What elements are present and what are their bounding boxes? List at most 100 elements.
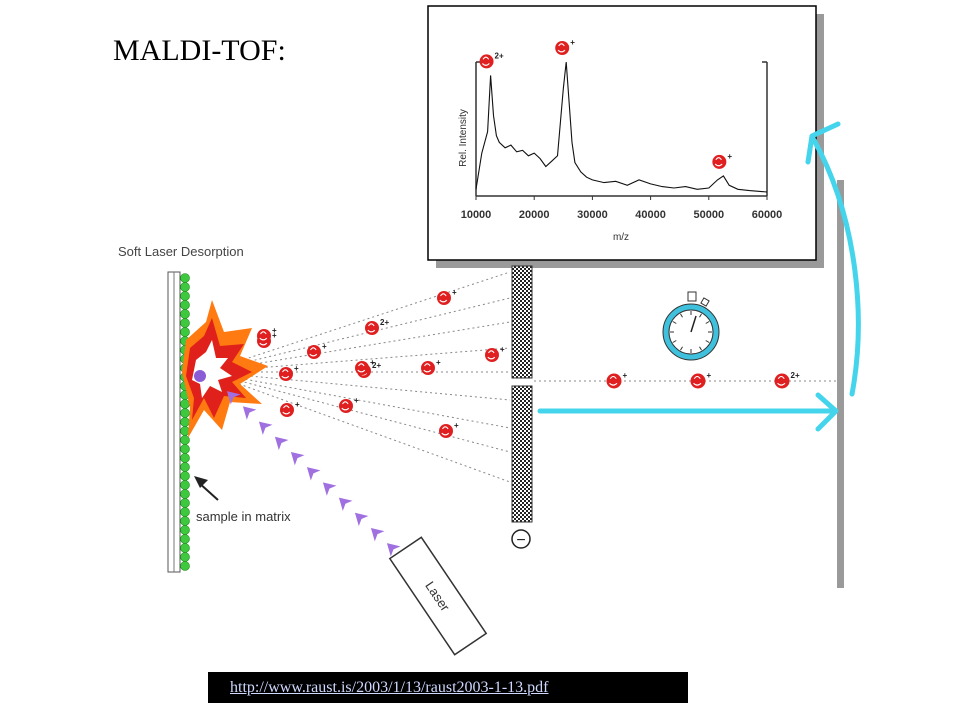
stopwatch-tick	[672, 340, 677, 343]
ion-charge: +	[707, 371, 712, 380]
matrix-bead	[180, 552, 190, 562]
ion-blob	[712, 154, 727, 169]
matrix-bead	[180, 561, 190, 571]
electrode-sign: −	[516, 532, 525, 549]
burst-focus	[194, 370, 206, 382]
matrix-bead	[180, 462, 190, 472]
spectrum-series-line	[475, 61, 768, 193]
ion-trajectory-line	[205, 371, 511, 401]
sample-annotation: sample in matrix	[194, 476, 291, 524]
laser-beam-chevron	[226, 391, 241, 405]
laser-body	[388, 536, 488, 656]
ion-charge: +	[354, 396, 359, 405]
ion-charge: +	[436, 358, 441, 367]
ion-charge: +	[370, 358, 375, 367]
ion-fold	[357, 363, 366, 373]
stopwatch-hand	[690, 315, 697, 333]
laser-beam-chevron	[290, 451, 305, 466]
detector-arrow	[805, 121, 861, 397]
detector-plate	[837, 180, 844, 588]
matrix-bead	[180, 498, 190, 508]
ion-blob	[421, 361, 435, 375]
grid-lower	[511, 385, 533, 523]
x-tick-label: 30000	[577, 209, 608, 221]
matrix-bead	[180, 273, 190, 283]
matrix-bead	[180, 426, 190, 436]
matrix-bead	[180, 318, 190, 328]
detector-arrow-curve	[811, 137, 861, 397]
spectrum-peak-ion: +	[712, 152, 732, 169]
laser-device: Laser	[388, 536, 488, 656]
stopwatch-ticks	[670, 311, 712, 353]
ion-fold	[367, 323, 376, 333]
flight-ion: +	[690, 371, 712, 389]
spectrum-peak-ion: +	[555, 38, 575, 55]
laser-beam-chevron	[258, 421, 273, 435]
stopwatch-tick	[699, 313, 702, 318]
burst-ion: +	[485, 345, 505, 362]
laser-beam-chevron	[242, 406, 257, 420]
diagram-heading: Soft Laser Desorption	[118, 244, 244, 259]
ion-fold	[439, 293, 448, 303]
sample-label: sample in matrix	[196, 509, 291, 524]
laser-beam-chevron	[386, 543, 401, 557]
extraction-grid: −	[511, 265, 533, 549]
stopwatch-tick	[680, 346, 683, 351]
burst-ion: +	[355, 358, 375, 375]
matrix-bead	[180, 480, 190, 490]
stopwatch-icon	[662, 291, 720, 361]
ion-charge: 2+	[372, 361, 381, 370]
stopwatch-crown	[687, 291, 697, 302]
burst-ion: +	[437, 288, 457, 305]
matrix-bead	[180, 399, 190, 409]
burst-ion: +	[257, 326, 277, 343]
ion-fold	[557, 43, 566, 53]
ion-blob	[307, 345, 321, 359]
sample-plate	[167, 271, 190, 573]
ion-charge: +	[322, 342, 327, 351]
ion-blob	[774, 373, 790, 389]
slide-title: MALDI-TOF:	[113, 34, 286, 67]
stopwatch-tick	[680, 313, 683, 318]
stopwatch-tick	[699, 346, 702, 351]
ion-fold	[714, 157, 723, 167]
ion-fold	[259, 331, 268, 341]
ion-trajectory-line	[205, 371, 511, 429]
source-bar: http://www.raust.is/2003/1/13/raust2003-…	[208, 672, 688, 703]
burst-ion: +	[339, 396, 359, 413]
stopwatch-button	[700, 297, 710, 307]
laser-beam-chevron	[354, 512, 369, 527]
spectrum-xlabel: m/z	[613, 232, 629, 243]
ion-charge: +	[272, 331, 277, 340]
stopwatch-tick	[705, 321, 710, 324]
flight-ion: 2+	[774, 371, 800, 389]
matrix-bead	[180, 534, 190, 544]
matrix-bead	[180, 309, 190, 319]
ion-charge: 2+	[791, 371, 800, 380]
ion-charge: +	[500, 345, 505, 354]
spectrum-panel-frame	[427, 5, 817, 261]
ion-blob	[690, 373, 706, 389]
ion-trajectories	[205, 271, 511, 483]
ion-fold	[441, 426, 450, 436]
ion-blob	[279, 367, 293, 381]
source-link[interactable]: http://www.raust.is/2003/1/13/raust2003-…	[230, 678, 549, 696]
spectrum-ylabel: Rel. Intensity	[458, 109, 469, 167]
ion-fold	[423, 363, 432, 373]
ion-blob	[437, 291, 451, 305]
matrix-bead	[180, 444, 190, 454]
burst-ion: +	[280, 400, 300, 417]
laser-burst	[182, 300, 268, 438]
ion-trajectory-line	[205, 371, 511, 453]
laser-beam-chevron	[306, 467, 321, 481]
negative-charge-icon	[511, 529, 531, 549]
ion-charge: +	[727, 152, 732, 161]
ion-fold	[777, 375, 786, 386]
matrix-bead	[180, 543, 190, 553]
laser-beam-chevron	[274, 436, 289, 451]
ion-blob	[257, 329, 271, 343]
ion-fold	[282, 405, 291, 415]
grid-upper	[511, 265, 533, 379]
